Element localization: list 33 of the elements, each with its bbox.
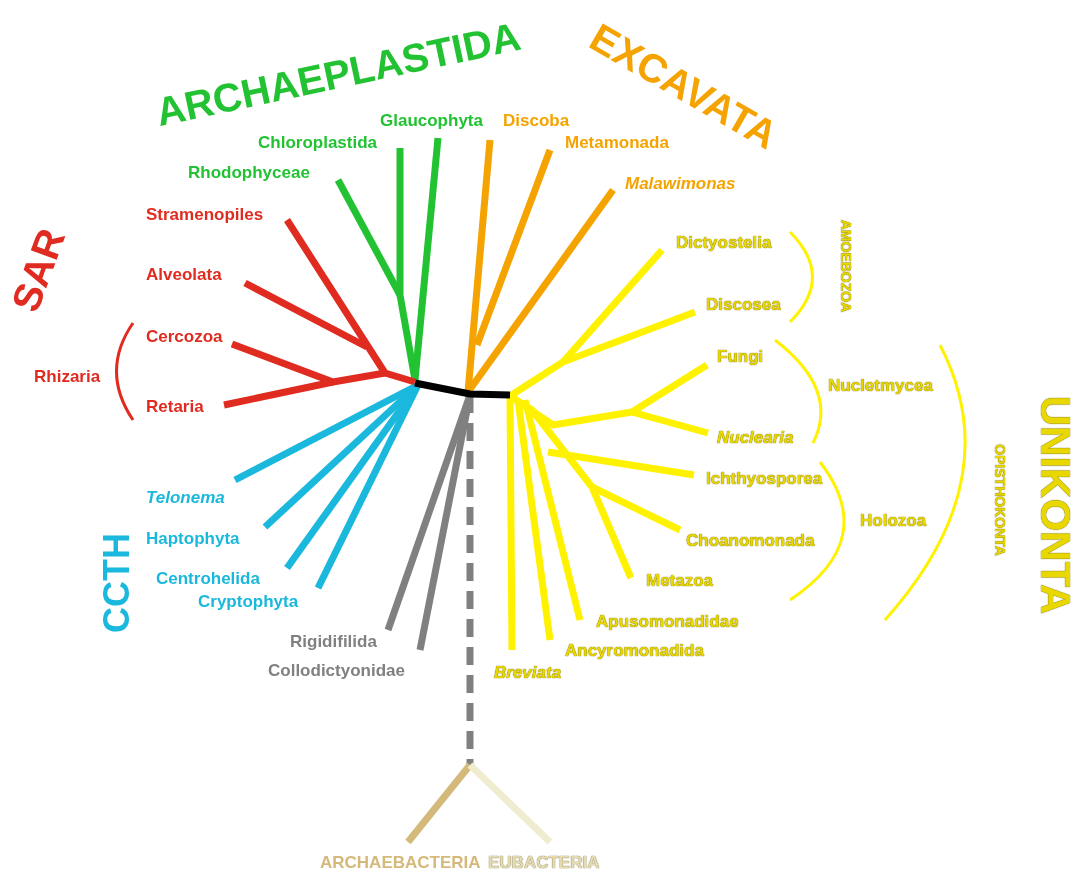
taxon-label: Malawimonas bbox=[625, 174, 736, 192]
taxon-label: Centrohelida bbox=[156, 569, 260, 587]
taxon-label: Cryptophyta bbox=[198, 592, 299, 610]
taxon-label: Haptophyta bbox=[146, 529, 240, 547]
taxon-label: Nuclearia bbox=[717, 428, 794, 446]
group-label: AMOEBOZOA bbox=[839, 219, 853, 313]
taxon-label: Choanomonada bbox=[686, 531, 815, 549]
taxon-label: Chloroplastida bbox=[258, 133, 377, 151]
taxon-label: Cercozoa bbox=[146, 327, 223, 345]
domain-label: EUBACTERIA bbox=[488, 853, 600, 871]
taxon-label: Rigidifilida bbox=[290, 632, 377, 650]
domain-label: ARCHAEBACTERIA bbox=[320, 853, 481, 871]
taxon-label: Ancyromonadida bbox=[565, 641, 704, 659]
group-label: Holozoa bbox=[860, 511, 927, 529]
taxon-label: Alveolata bbox=[146, 265, 222, 283]
taxon-label: Apusomonadidae bbox=[596, 612, 739, 630]
taxon-label: Rhodophyceae bbox=[188, 163, 310, 181]
taxon-label: Discosea bbox=[706, 295, 781, 313]
taxon-label: Breviata bbox=[494, 663, 562, 681]
clade-heading: UNIKONTA bbox=[1034, 395, 1076, 615]
taxon-label: Dictyostelia bbox=[676, 233, 772, 251]
taxon-label: Metazoa bbox=[646, 571, 714, 589]
taxon-label: Collodictyonidae bbox=[268, 661, 405, 679]
taxon-label: Telonema bbox=[146, 488, 225, 506]
group-label: Nucletmycea bbox=[828, 376, 933, 394]
group-label: OPISTHOKONTA bbox=[993, 444, 1007, 556]
taxon-label: Retaria bbox=[146, 397, 204, 415]
clade-heading: SAR bbox=[4, 223, 72, 317]
taxon-label: Stramenopiles bbox=[146, 205, 264, 223]
group-label: Rhizaria bbox=[34, 367, 101, 385]
taxon-label: Fungi bbox=[717, 347, 764, 365]
clade-heading: CCTH bbox=[99, 533, 135, 633]
taxon-label: Ichthyosporea bbox=[706, 469, 823, 487]
